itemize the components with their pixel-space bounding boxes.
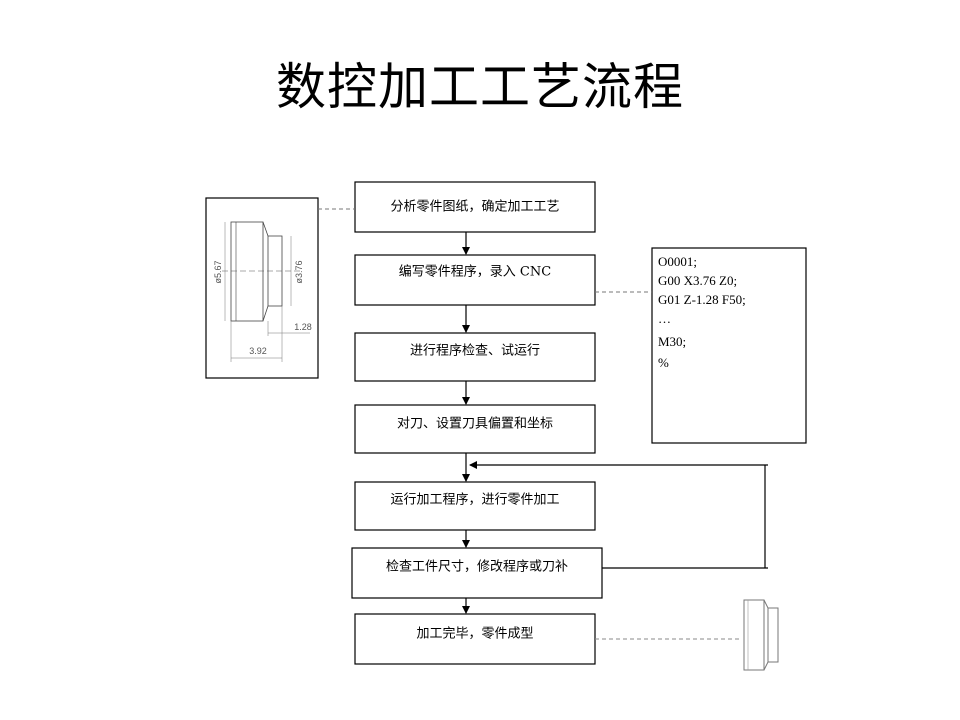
flow-step-tool-setup-label: 对刀、设置刀具偏置和坐标 [397,417,553,432]
program-line-1: O0001; [658,254,697,269]
program-line-2: G00 X3.76 Z0; [658,273,737,288]
flow-step-done-label: 加工完毕，零件成型 [416,627,533,642]
flow-step-machining: 运行加工程序，进行零件加工 [354,481,596,531]
flow-step-check-label: 进行程序检查、试运行 [410,344,540,359]
program-line-6: % [658,355,669,370]
program-listing: O0001; G00 X3.76 Z0; G01 Z-1.28 F50; … M… [651,247,807,444]
dim-large-diameter: ø5.67 [213,260,223,283]
flow-step-inspect-label: 检查工件尺寸，修改程序或刀补 [386,560,568,575]
page-title: 数控加工工艺流程 [276,58,684,116]
dim-total-length: 3.92 [249,346,267,356]
flow-step-inspect: 检查工件尺寸，修改程序或刀补 [351,547,603,599]
feedback-loop [469,461,768,569]
flow-step-done: 加工完毕，零件成型 [354,613,596,665]
program-line-5: M30; [658,334,686,349]
flow-step-program: 编写零件程序，录入 CNC [354,254,596,306]
program-line-3: G01 Z-1.28 F50; [658,292,746,307]
part-drawing: ø5.67 ø3.76 1.28 3.92 [205,197,319,379]
flow-step-tool-setup: 对刀、设置刀具偏置和坐标 [354,404,596,454]
dim-small-diameter: ø3.76 [294,260,304,283]
flow-step-analyze: 分析零件图纸，确定加工工艺 [354,181,596,233]
flow-step-analyze-label: 分析零件图纸，确定加工工艺 [390,200,559,215]
dim-step-length: 1.28 [294,322,312,332]
flow-step-machining-label: 运行加工程序，进行零件加工 [390,493,559,508]
flow-step-program-label: 编写零件程序，录入 CNC [399,265,551,280]
program-line-4: … [658,311,671,326]
flow-step-check: 进行程序检查、试运行 [354,332,596,382]
finished-part-sketch [595,599,779,671]
